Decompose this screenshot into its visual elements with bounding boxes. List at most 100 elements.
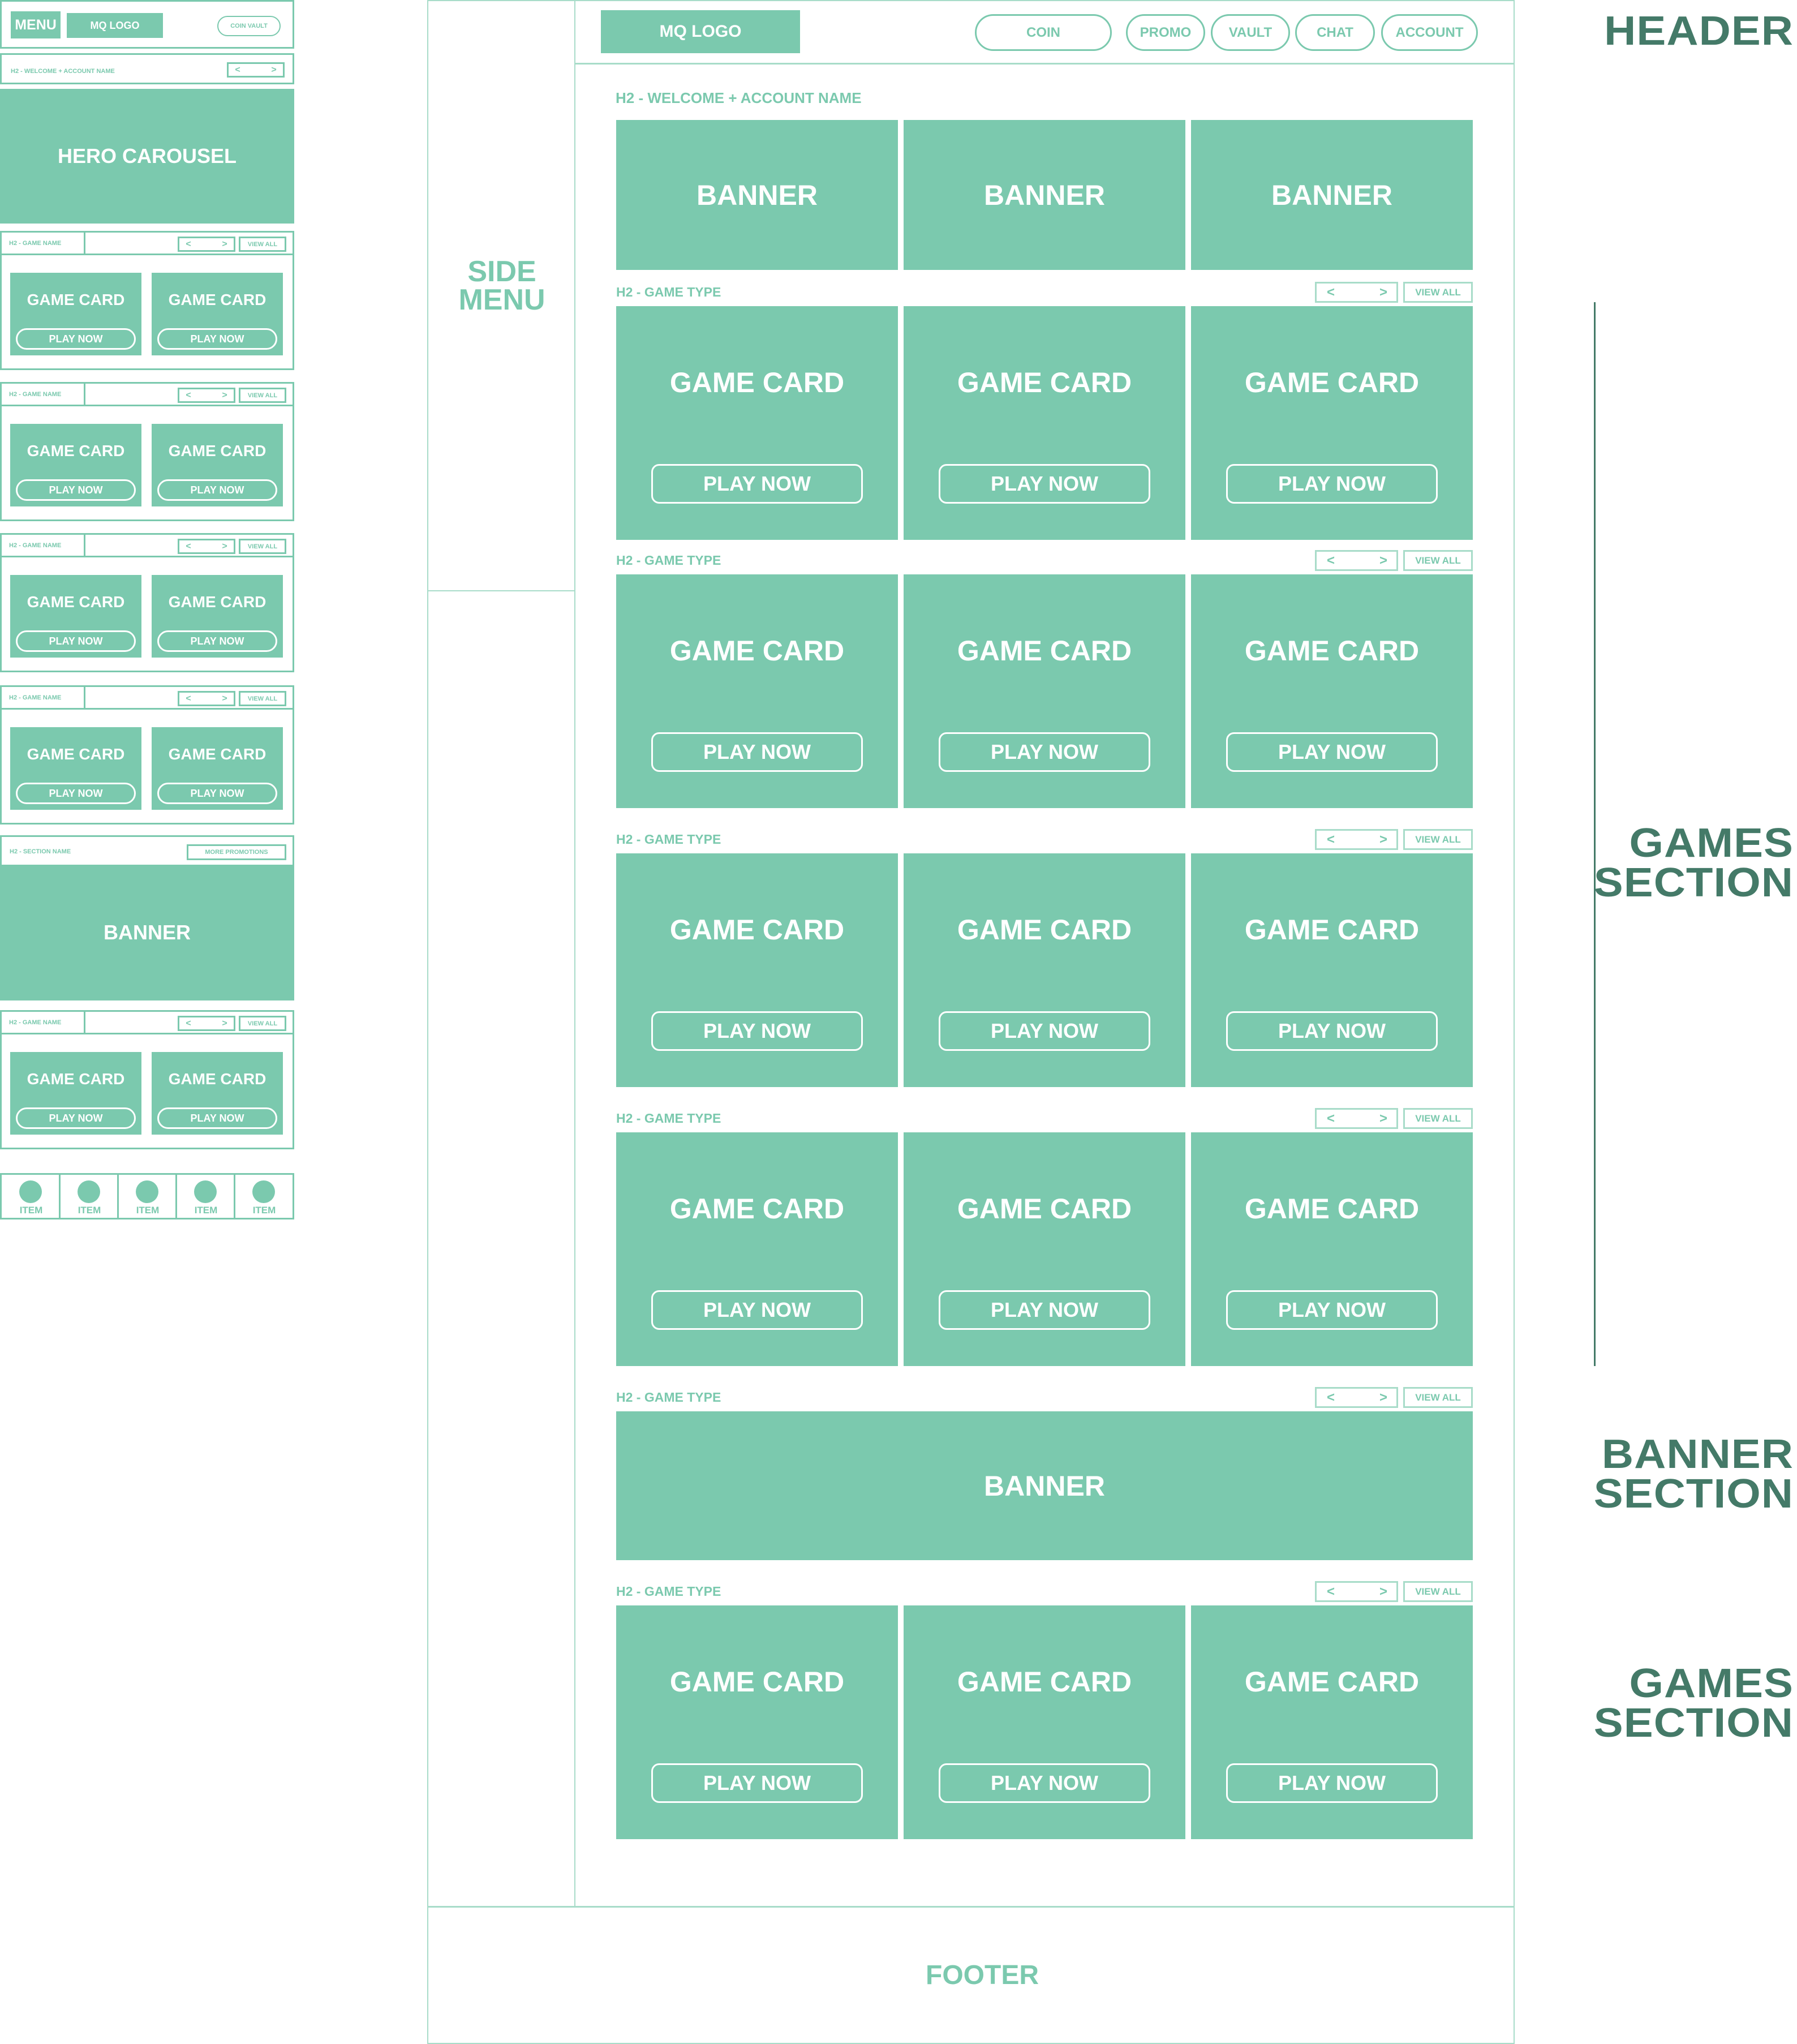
play-now-button[interactable]: PLAY NOW	[651, 732, 863, 772]
hero-carousel[interactable]: HERO CAROUSEL	[0, 89, 294, 224]
section-banner[interactable]: BANNER	[616, 1411, 1473, 1560]
prev-arrow-icon[interactable]: <	[1326, 1583, 1335, 1599]
prev-arrow-icon[interactable]: <	[186, 239, 191, 249]
play-now-button[interactable]: PLAY NOW	[651, 1290, 863, 1330]
prev-arrow-icon[interactable]: <	[235, 65, 240, 75]
view-all-button[interactable]: VIEW ALL	[1403, 1387, 1473, 1408]
play-now-button[interactable]: PLAY NOW	[1226, 732, 1438, 772]
play-now-button[interactable]: PLAY NOW	[939, 1011, 1150, 1051]
view-all-button[interactable]: VIEW ALL	[1403, 1108, 1473, 1129]
next-arrow-icon[interactable]: >	[222, 1018, 227, 1028]
play-now-button[interactable]: PLAY NOW	[157, 328, 277, 350]
next-arrow-icon[interactable]: >	[1379, 1583, 1387, 1599]
play-now-button[interactable]: PLAY NOW	[1226, 1290, 1438, 1330]
promo-banner[interactable]: BANNER	[0, 865, 294, 1000]
play-now-button[interactable]: PLAY NOW	[939, 732, 1150, 772]
view-all-button[interactable]: VIEW ALL	[1403, 282, 1473, 303]
prev-arrow-icon[interactable]: <	[186, 541, 191, 551]
view-all-button[interactable]: VIEW ALL	[239, 388, 286, 403]
more-promotions-button[interactable]: MORE PROMOTIONS	[187, 844, 286, 860]
bottom-nav-item[interactable]: ITEM	[177, 1175, 235, 1218]
next-arrow-icon[interactable]: >	[222, 239, 227, 249]
nav-vault-button[interactable]: VAULT	[1211, 14, 1290, 51]
play-now-button[interactable]: PLAY NOW	[157, 630, 277, 652]
view-all-button[interactable]: VIEW ALL	[239, 539, 286, 554]
next-arrow-icon[interactable]: >	[222, 693, 227, 703]
next-arrow-icon[interactable]: >	[1379, 1110, 1387, 1126]
next-arrow-icon[interactable]: >	[1379, 284, 1387, 300]
view-all-button[interactable]: VIEW ALL	[1403, 550, 1473, 571]
view-all-button[interactable]: VIEW ALL	[1403, 829, 1473, 850]
play-now-button[interactable]: PLAY NOW	[651, 1763, 863, 1803]
prev-arrow-icon[interactable]: <	[186, 390, 191, 400]
nav-account-button[interactable]: ACCOUNT	[1381, 14, 1478, 51]
play-now-button[interactable]: PLAY NOW	[16, 479, 136, 501]
prev-arrow-icon[interactable]: <	[1326, 1389, 1335, 1405]
bottom-nav-item[interactable]: ITEM	[118, 1175, 177, 1218]
prev-arrow-icon[interactable]: <	[1326, 831, 1335, 847]
nav-coin-button[interactable]: COIN	[975, 14, 1112, 51]
prev-arrow-icon[interactable]: <	[1326, 284, 1335, 300]
play-now-button[interactable]: PLAY NOW	[16, 783, 136, 804]
bottom-nav-item[interactable]: ITEM	[235, 1175, 294, 1218]
top-banner[interactable]: BANNER	[1191, 120, 1473, 270]
play-now-button[interactable]: PLAY NOW	[651, 1011, 863, 1051]
play-now-button[interactable]: PLAY NOW	[1226, 464, 1438, 504]
play-now-button[interactable]: PLAY NOW	[939, 464, 1150, 504]
play-now-button[interactable]: PLAY NOW	[16, 328, 136, 350]
top-banner[interactable]: BANNER	[616, 120, 898, 270]
view-all-button[interactable]: VIEW ALL	[239, 1016, 286, 1031]
play-now-button[interactable]: PLAY NOW	[157, 1107, 277, 1129]
play-now-button[interactable]: PLAY NOW	[157, 783, 277, 804]
play-now-button[interactable]: PLAY NOW	[1226, 1763, 1438, 1803]
prev-arrow-icon[interactable]: <	[1326, 552, 1335, 568]
play-now-button[interactable]: PLAY NOW	[651, 464, 863, 504]
play-now-button[interactable]: PLAY NOW	[939, 1763, 1150, 1803]
next-arrow-icon[interactable]: >	[222, 390, 227, 400]
play-now-button[interactable]: PLAY NOW	[157, 479, 277, 501]
coin-vault-button[interactable]: COIN VAULT	[217, 16, 281, 36]
bottom-nav-item[interactable]: ITEM	[60, 1175, 119, 1218]
next-arrow-icon[interactable]: >	[271, 65, 277, 75]
menu-button[interactable]: MENU	[11, 11, 61, 38]
next-arrow-icon[interactable]: >	[222, 541, 227, 551]
prev-arrow-icon[interactable]: <	[186, 1018, 191, 1028]
top-banner[interactable]: BANNER	[904, 120, 1185, 270]
bottom-nav-item[interactable]: ITEM	[2, 1175, 61, 1218]
view-all-button[interactable]: VIEW ALL	[239, 691, 286, 706]
next-arrow-icon[interactable]: >	[1379, 1389, 1387, 1405]
view-all-button[interactable]: VIEW ALL	[1403, 1581, 1473, 1602]
view-all-button[interactable]: VIEW ALL	[239, 237, 286, 252]
prev-arrow-icon[interactable]: <	[1326, 1110, 1335, 1126]
prev-arrow-icon[interactable]: <	[186, 693, 191, 703]
side-menu[interactable]	[428, 1, 575, 591]
nav-chat-button[interactable]: CHAT	[1295, 14, 1375, 51]
play-now-button[interactable]: PLAY NOW	[16, 1107, 136, 1129]
next-arrow-icon[interactable]: >	[1379, 552, 1387, 568]
